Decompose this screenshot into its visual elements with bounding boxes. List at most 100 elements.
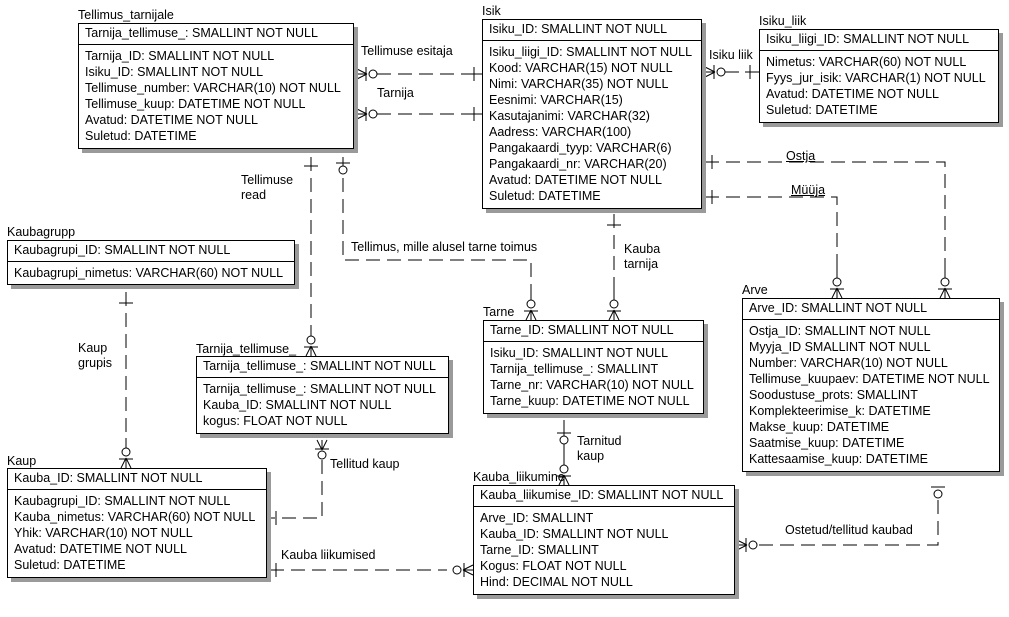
relationship-label-tarnitud-kaup: Tarnitud kaup [577,434,621,464]
entity-tellimus-tarnijale[interactable]: Tarnija_tellimuse_: SMALLINT NOT NULL Ta… [78,23,354,149]
crows-foot-isiku-liik [716,67,726,77]
label-line: grupis [78,356,113,370]
relationship-label-tellimus-tarne: Tellimus, mille alusel tarne toimus [351,240,538,254]
relationship-label-isiku-liik: Isiku liik [709,48,753,62]
attribute: Fyys_jur_isik: VARCHAR(1) NOT NULL [766,71,986,85]
attribute: Soodustuse_prots: SMALLINT [749,388,918,402]
attribute: Kauba_ID: SMALLINT NOT NULL [203,398,392,412]
label-line: Tellimuse [241,173,294,187]
crows-foot-isiku-liik [704,71,716,78]
attribute: Nimetus: VARCHAR(60) NOT NULL [766,55,967,69]
attribute: Avatud: DATETIME NOT NULL [489,173,662,187]
attribute: Isiku_ID: SMALLINT NOT NULL [85,65,264,79]
relationship-label-ostetud-tellitud: Ostetud/tellitud kaubad [785,523,913,537]
entity-tarne[interactable]: Tarne_ID: SMALLINT NOT NULL Isiku_ID: SM… [483,320,704,414]
crows-foot-ostetud-tellitud [736,539,748,546]
attribute: Aadress: VARCHAR(100) [489,125,632,139]
attribute: Tarnija_ID: SMALLINT NOT NULL [85,49,275,63]
entity-kauba-liikumine[interactable]: Kauba_liikumise_ID: SMALLINT NOT NULL Ar… [473,485,735,595]
attribute: Kaubagrupi_ID: SMALLINT NOT NULL [14,494,231,508]
label-line: Tarnitud [577,434,622,448]
relationship-line-ostja [705,161,946,268]
attribute: Saatmise_kuup: DATETIME [749,436,905,450]
attribute: Avatud: DATETIME NOT NULL [14,542,187,556]
crows-foot-kauba-tarnija [608,309,615,321]
primary-key: Kaubagrupi_ID: SMALLINT NOT NULL [8,241,294,262]
relationship-label-tellimuse-esitaja: Tellimuse esitaja [361,44,453,58]
entity-isiku-liik[interactable]: Isiku_liigi_ID: SMALLINT NOT NULL Nimetu… [759,29,999,123]
entity-kaubagrupp[interactable]: Kaubagrupi_ID: SMALLINT NOT NULL Kaubagr… [7,240,295,285]
attribute: Hind: DECIMAL NOT NULL [480,575,633,589]
relationship-label-kaup-grupis: Kaup grupis [78,341,112,371]
crows-foot-tellimus-tarne [525,309,532,321]
attribute: Tellimuse_number: VARCHAR(10) NOT NULL [85,81,341,95]
relationship-label-myyja: Müüja [791,183,826,197]
entity-kaup[interactable]: Kauba_ID: SMALLINT NOT NULL Kaubagrupi_I… [7,468,267,578]
crows-foot-ostja [940,277,950,287]
crows-foot-ostetud-tellitud [736,544,748,551]
crows-foot-tarnija [356,108,368,115]
attribute: Suletud: DATETIME [85,129,197,143]
crows-foot-tarnija [368,109,378,119]
primary-key: Isiku_ID: SMALLINT NOT NULL [483,20,701,41]
attribute: Kaubagrupi_nimetus: VARCHAR(60) NOT NULL [14,266,284,280]
relationship-label-tellimuse-read: Tellimuse read [241,173,293,203]
attribute: Kattesaamise_kuup: DATETIME [749,452,929,466]
label-line: tarnija [624,257,659,271]
crows-foot-kauba-tarnija [609,299,619,309]
crows-foot-tellitud-kaup [317,450,327,460]
crows-foot-tarnitud-kaup [563,474,570,486]
primary-key: Tarne_ID: SMALLINT NOT NULL [484,321,703,342]
attribute: Tarne_kuup: DATETIME NOT NULL [490,394,690,408]
crows-foot-ostetud-tellitud [748,540,758,550]
attribute: Kasutajanimi: VARCHAR(32) [489,109,650,123]
entity-isik[interactable]: Isiku_ID: SMALLINT NOT NULL Isiku_liigi_… [482,19,702,209]
entity-title-arve: Arve [742,283,768,297]
primary-key: Kauba_liikumise_ID: SMALLINT NOT NULL [474,486,734,507]
attribute: Tarne_ID: SMALLINT [480,543,599,557]
crows-foot-kaup-grupis [120,457,127,469]
entity-arve[interactable]: Arve_ID: SMALLINT NOT NULL Ostja_ID: SMA… [742,298,1000,472]
crows-foot-tellimuse-esitaja [368,69,378,79]
crows-foot-tellimus-tarne [530,309,537,321]
crows-foot-kaup-grupis [121,447,131,457]
attribute: Kauba_nimetus: VARCHAR(60) NOT NULL [14,510,256,524]
relationship-line-tellitud-kaup [270,460,323,519]
attribute: Pangakaardi_nr: VARCHAR(20) [489,157,667,171]
crows-foot-myyja [836,287,843,299]
attribute: Tarne_nr: VARCHAR(10) NOT NULL [490,378,694,392]
entity-tarnija-tellimuse[interactable]: Tarnija_tellimuse_: SMALLINT NOT NULL Ta… [196,356,449,434]
entity-title-kauba-liikumine: Kauba_liikumine [473,470,565,484]
attribute: Kogus: FLOAT NOT NULL [480,559,627,573]
attribute: Myyja_ID SMALLINT NOT NULL [749,340,931,354]
attribute: Suletud: DATETIME [489,189,601,203]
attribute: Komplekteerimise_k: DATETIME [749,404,931,418]
attribute: Arve_ID: SMALLINT [480,511,594,525]
crows-foot-tellitud-kaup [316,439,323,451]
crows-foot-tellimuse-read [306,335,316,345]
crows-foot-ostja [939,287,946,299]
attribute: Pangakaardi_tyyp: VARCHAR(6) [489,141,672,155]
relationship-label-ostja: Ostja [786,149,816,163]
entity-title-kaubagrupp: Kaubagrupp [7,225,76,239]
crows-foot-tellimuse-read [310,345,317,357]
crows-foot-tellimuse-esitaja [356,68,368,75]
attribute-list: Tarnija_ID: SMALLINT NOT NULL Isiku_ID: S… [79,45,353,148]
attribute-list: Kaubagrupi_ID: SMALLINT NOT NULL Kauba_ni… [8,490,266,577]
relationship-label-kauba-tarnija: Kauba tarnija [624,242,660,272]
crows-foot-tellimuse-esitaja [356,73,368,80]
primary-key: Kauba_ID: SMALLINT NOT NULL [8,469,266,490]
attribute: Yhik: VARCHAR(10) NOT NULL [14,526,193,540]
crows-foot-isiku-liik [704,66,716,73]
relationship-label-tarnija: Tarnija [377,86,414,100]
label-line: Kaup [78,341,108,355]
crows-foot-tarnitud-kaup [558,474,565,486]
attribute: Avatud: DATETIME NOT NULL [766,87,939,101]
attribute: Tellimuse_kuup: DATETIME NOT NULL [85,97,306,111]
crows-foot-tellimuse-read [305,345,312,357]
crows-foot-tarnija [356,113,368,120]
